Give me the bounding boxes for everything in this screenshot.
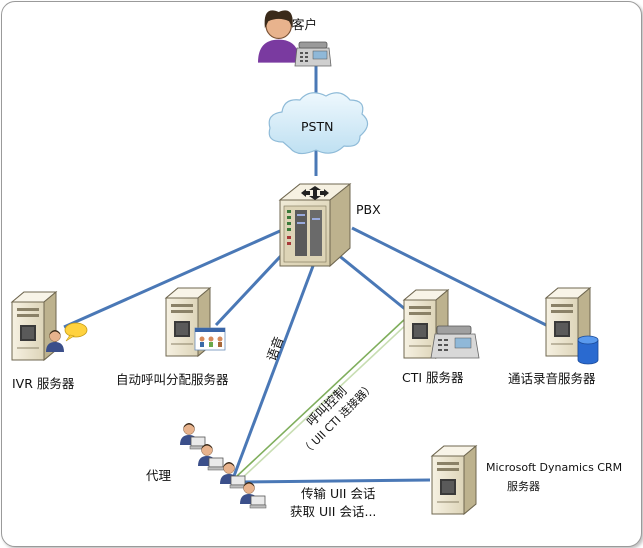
cti-agents-link-a — [235, 317, 407, 478]
acd-label: 自动呼叫分配服务器 — [116, 372, 229, 387]
agent-icon — [180, 423, 206, 449]
pbx-acd-link — [214, 242, 294, 327]
ivr-server-node: IVR 服务器 — [11, 291, 88, 391]
cti-agents-link-b — [238, 321, 410, 482]
pbx-recording-link — [351, 226, 549, 328]
transfer-session-label: 传输 UII 会话 — [301, 486, 375, 501]
recording-server-node: 通话录音服务器 — [508, 287, 599, 386]
customer-node: 客户 — [258, 10, 332, 67]
get-session-label: 获取 UII 会话... — [290, 504, 376, 519]
desk-phone-icon — [294, 41, 332, 67]
pbx-node: PBX — [278, 182, 381, 268]
cti-label: CTI 服务器 — [402, 370, 464, 385]
ivr-label: IVR 服务器 — [12, 376, 75, 391]
desk-phone-icon — [430, 325, 480, 359]
server-icon — [431, 445, 477, 515]
acd-server-node: 自动呼叫分配服务器 — [116, 287, 229, 387]
agents-node: 代理 — [146, 423, 266, 508]
pstn-node: PSTN — [268, 92, 369, 155]
crm-server-node: Microsoft Dynamics CRM 服务器 — [431, 445, 622, 515]
cti-server-node: CTI 服务器 — [402, 289, 480, 385]
crm-label-line1: Microsoft Dynamics CRM — [486, 461, 622, 474]
pbx-agents-voice-link — [232, 265, 315, 477]
voice-edge-label: 语音 — [264, 334, 287, 363]
agent-icon — [198, 444, 224, 470]
agent-icon — [220, 462, 246, 488]
cloud-icon — [268, 92, 369, 155]
pbx-ivr-link — [63, 229, 281, 329]
crm-label-line2: 服务器 — [507, 480, 540, 493]
customer-person-icon — [258, 10, 300, 63]
pstn-label: PSTN — [301, 119, 333, 134]
database-icon — [577, 335, 599, 365]
customer-label: 客户 — [292, 17, 317, 32]
routing-chart-icon — [194, 327, 226, 351]
pbx-switch-icon — [278, 182, 352, 268]
pbx-label: PBX — [356, 202, 381, 217]
speech-bubble-icon — [64, 322, 88, 338]
agents-label: 代理 — [146, 468, 172, 483]
recording-label: 通话录音服务器 — [508, 371, 596, 386]
agent-icon — [240, 482, 266, 508]
agents-crm-link — [239, 478, 431, 484]
